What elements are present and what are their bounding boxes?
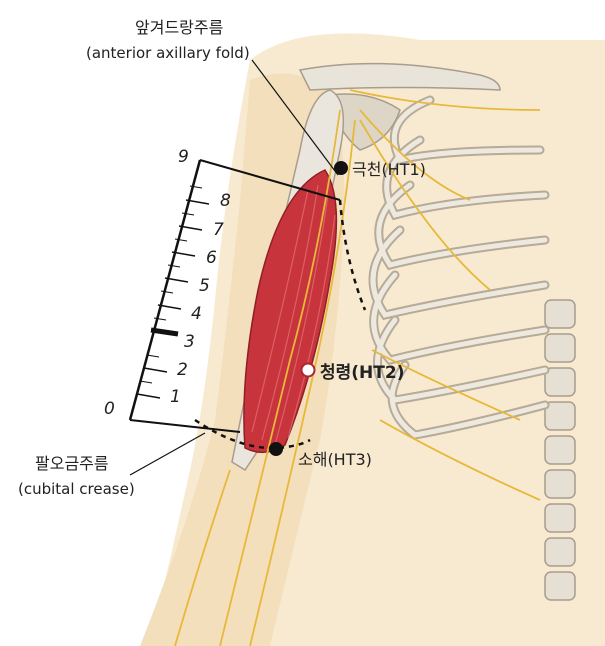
tick-sub-1 — [139, 380, 153, 384]
ht2-label: 청령(HT2) — [320, 362, 404, 383]
ht1-label: 극천(HT1) — [352, 160, 426, 179]
scale-label-6: 6 — [206, 248, 217, 268]
ht1-point — [334, 161, 348, 175]
tick-4 — [157, 304, 182, 310]
spine — [544, 299, 576, 601]
clavicle — [298, 62, 501, 91]
cubital-crease-label-ko: 팔오금주름 — [35, 454, 109, 473]
scale-label-4: 4 — [191, 304, 202, 324]
nerves — [174, 89, 541, 646]
tick-sub-7 — [181, 212, 195, 216]
scale-label-5: 5 — [199, 276, 210, 296]
tick-sub-6 — [174, 238, 188, 242]
tick-sub-4 — [160, 290, 174, 294]
tick-7 — [178, 225, 203, 231]
measurement-scale: 0 1 2 3 4 5 6 7 8 9 — [104, 147, 341, 433]
scale-label-7: 7 — [213, 220, 224, 240]
scale-label-2: 2 — [177, 360, 188, 380]
muscle-fibers — [251, 184, 336, 446]
cubital-dashed-line — [194, 418, 311, 450]
tick-sub-8 — [189, 185, 203, 189]
tick-6 — [171, 251, 196, 257]
scale-label-3: 3 — [184, 332, 195, 352]
scale-label-9: 9 — [178, 147, 189, 167]
tick-sub-2 — [146, 354, 160, 358]
tick-1 — [136, 393, 161, 399]
tick-sub-3 — [153, 317, 167, 321]
axillary-fold-label-ko: 앞겨드랑주름 — [135, 18, 223, 37]
scale-label-8: 8 — [220, 191, 231, 211]
scale-label-0: 0 — [104, 399, 115, 419]
tick-sub-5 — [167, 264, 181, 268]
axillary-leader-line — [251, 59, 339, 176]
ht2-point — [300, 362, 316, 378]
meridian-dashed-line — [338, 199, 367, 311]
tick-2 — [143, 367, 168, 373]
cubital-crease-label-en: (cubital crease) — [18, 480, 135, 498]
biceps-muscle — [243, 169, 338, 454]
ribcage-highlight — [370, 97, 548, 438]
scale-label-1: 1 — [170, 387, 181, 407]
cubital-leader-line — [129, 432, 206, 476]
tick-8 — [185, 199, 210, 205]
tick-3 — [150, 327, 179, 337]
axillary-fold-label-en: (anterior axillary fold) — [86, 44, 250, 62]
ht3-label: 소해(HT3) — [298, 450, 372, 469]
ht3-point — [269, 442, 283, 456]
tick-5 — [164, 277, 189, 283]
